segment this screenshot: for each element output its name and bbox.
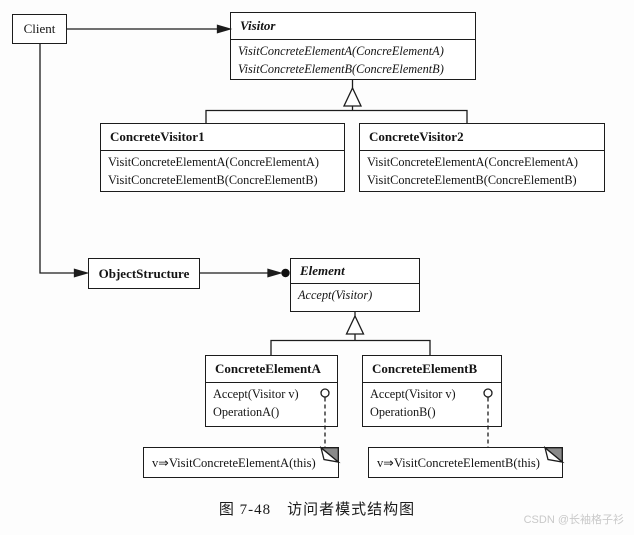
class-title-element: Element bbox=[291, 259, 419, 284]
inheritance-triangle-icon bbox=[345, 314, 365, 335]
arrowhead-icon bbox=[73, 268, 90, 278]
class-methods-concrete-visitor-2: VisitConcreteElementA(ConcreElementA) Vi… bbox=[360, 151, 604, 189]
figure-caption: 图 7-48 访问者模式结构图 bbox=[218, 502, 416, 518]
csdn-watermark: CSDN @长袖格子衫 bbox=[523, 514, 624, 526]
class-box-concrete-visitor-1: ConcreteVisitor1 VisitConcreteElementA(C… bbox=[100, 123, 345, 192]
class-title-concrete-visitor-2: ConcreteVisitor2 bbox=[360, 124, 604, 151]
class-title-object-structure: ObjectStructure bbox=[98, 265, 190, 281]
association-client-visitor bbox=[67, 24, 233, 34]
class-title-concrete-element-a: ConcreteElementA bbox=[206, 356, 337, 383]
note-text: v⇒VisitConcreteElementB(this) bbox=[377, 455, 540, 470]
class-box-client: Client bbox=[12, 14, 67, 44]
class-box-concrete-element-b: ConcreteElementB Accept(Visitor v) Opera… bbox=[362, 355, 502, 427]
inheritance-triangle-icon bbox=[342, 86, 363, 107]
method-line: VisitConcreteElementB(ConcreElementB) bbox=[108, 172, 318, 187]
class-title-visitor: Visitor bbox=[231, 13, 475, 40]
method-line: VisitConcreteElementA(ConcreElementA) bbox=[367, 155, 578, 169]
method-line: VisitConcreteElementA(ConcreElementA) bbox=[238, 44, 444, 58]
inheritance-element bbox=[270, 312, 431, 355]
association-client-objectstructure bbox=[39, 44, 90, 278]
class-title-concrete-element-b: ConcreteElementB bbox=[363, 356, 501, 383]
note-visit-concrete-element-b: v⇒VisitConcreteElementB(this) bbox=[368, 447, 563, 478]
arrowhead-icon bbox=[216, 24, 233, 34]
class-box-concrete-element-a: ConcreteElementA Accept(Visitor v) Opera… bbox=[205, 355, 338, 427]
method-line: Accept(Visitor v) bbox=[213, 387, 299, 401]
class-methods-concrete-element-b: Accept(Visitor v) OperationB() bbox=[363, 383, 501, 421]
class-title-concrete-visitor-1: ConcreteVisitor1 bbox=[101, 124, 344, 151]
class-methods-concrete-visitor-1: VisitConcreteElementA(ConcreElementA) Vi… bbox=[101, 151, 344, 189]
method-line: VisitConcreteElementA(ConcreElementA) bbox=[108, 155, 319, 169]
method-line: VisitConcreteElementB(ConcreElementB) bbox=[238, 61, 444, 76]
class-box-concrete-visitor-2: ConcreteVisitor2 VisitConcreteElementA(C… bbox=[359, 123, 605, 192]
class-title-client: Client bbox=[23, 21, 56, 36]
method-line: OperationB() bbox=[370, 404, 436, 419]
class-box-object-structure: ObjectStructure bbox=[88, 258, 200, 289]
class-box-visitor: Visitor VisitConcreteElementA(ConcreElem… bbox=[230, 12, 476, 80]
note-visit-concrete-element-a: v⇒VisitConcreteElementA(this) bbox=[143, 447, 339, 478]
class-box-element: Element Accept(Visitor) bbox=[290, 258, 420, 312]
method-line: Accept(Visitor v) bbox=[370, 387, 456, 401]
class-methods-concrete-element-a: Accept(Visitor v) OperationA() bbox=[206, 383, 337, 421]
method-line: Accept(Visitor) bbox=[298, 288, 373, 302]
method-line: OperationA() bbox=[213, 404, 280, 419]
class-methods-element: Accept(Visitor) bbox=[291, 284, 419, 305]
inheritance-visitor bbox=[205, 80, 468, 123]
method-line: VisitConcreteElementB(ConcreElementB) bbox=[367, 172, 577, 187]
note-text: v⇒VisitConcreteElementA(this) bbox=[152, 455, 316, 470]
aggregation-dot-icon bbox=[281, 268, 290, 278]
arrowhead-icon bbox=[267, 268, 283, 278]
class-methods-visitor: VisitConcreteElementA(ConcreElementA) Vi… bbox=[231, 40, 475, 78]
association-objectstructure-element bbox=[200, 268, 290, 278]
